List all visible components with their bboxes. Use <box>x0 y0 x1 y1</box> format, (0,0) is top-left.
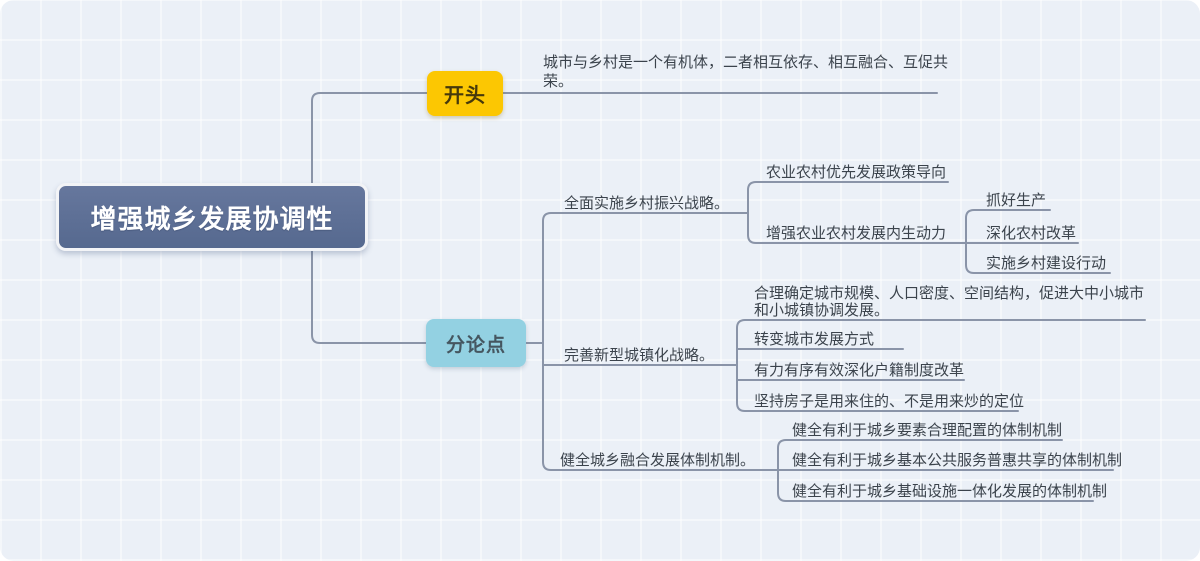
topic-housing-position[interactable]: 坚持房子是用来住的、不是用来炒的定位 <box>754 393 1025 410</box>
connector-bracket1b <box>965 209 1111 274</box>
topic-grasp-production[interactable]: 抓好生产 <box>986 192 1047 209</box>
topic-factor-allocation[interactable]: 健全有利于城乡要素合理配置的体制机制 <box>792 422 1063 439</box>
topic-city-scale[interactable]: 合理确定城市规模、人口密度、空间结构，促进大中小城市和小城镇协调发展。 <box>754 285 1145 319</box>
branch-points[interactable]: 分论点 <box>426 319 526 367</box>
topic-intro-note[interactable]: 城市与乡村是一个有机体，二者相互依存、相互融合、互促共荣。 <box>543 54 949 90</box>
connector-points-spine <box>542 212 779 471</box>
topic-agriculture-priority[interactable]: 农业农村优先发展政策导向 <box>766 164 947 181</box>
topic-rural-construction[interactable]: 实施乡村建设行动 <box>986 255 1107 272</box>
topic-integration-mechanism[interactable]: 健全城乡融合发展体制机制。 <box>560 452 756 469</box>
topic-infrastructure-integration[interactable]: 健全有利于城乡基础设施一体化发展的体制机制 <box>792 483 1108 500</box>
branch-intro[interactable]: 开头 <box>427 71 503 116</box>
topic-public-services[interactable]: 健全有利于城乡基本公共服务普惠共享的体制机制 <box>792 452 1123 469</box>
connector-bracket1 <box>747 181 967 244</box>
root-topic[interactable]: 增强城乡发展协调性 <box>56 183 368 251</box>
topic-rural-reform[interactable]: 深化农村改革 <box>986 225 1077 242</box>
topic-city-development-mode[interactable]: 转变城市发展方式 <box>754 331 875 348</box>
topic-new-urbanization[interactable]: 完善新型城镇化战略。 <box>564 347 715 364</box>
connector-bracket2 <box>736 319 1146 412</box>
topic-hukou-reform[interactable]: 有力有序有效深化户籍制度改革 <box>754 362 965 379</box>
topic-rural-revitalization[interactable]: 全面实施乡村振兴战略。 <box>564 195 730 212</box>
topic-endogenous-power[interactable]: 增强农业农村发展内生动力 <box>766 225 947 242</box>
